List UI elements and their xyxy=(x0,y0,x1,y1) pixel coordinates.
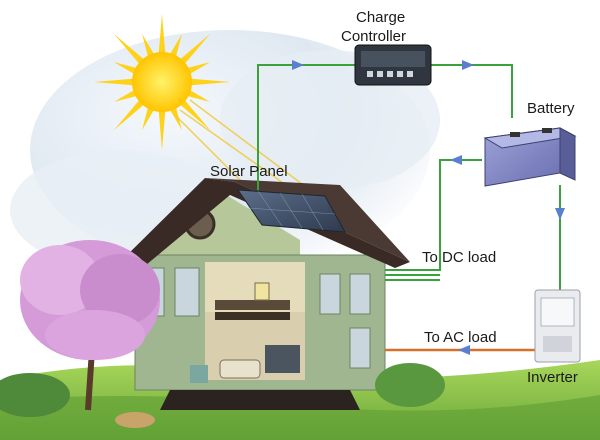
arrow-from-inverter-icon xyxy=(458,345,470,355)
arrow-from-battery-icon xyxy=(450,155,462,165)
sun-ray xyxy=(113,89,138,102)
sun-ray xyxy=(186,89,211,102)
inverter-label: Inverter xyxy=(527,369,578,386)
sun-ray xyxy=(158,14,166,55)
sun-ray xyxy=(113,62,138,75)
battery-label: Battery xyxy=(527,100,575,117)
solar-panel-label: Solar Panel xyxy=(210,163,288,180)
ac-load-label: To AC load xyxy=(424,329,497,346)
sun-ray xyxy=(179,33,211,65)
sun-icon xyxy=(94,14,230,150)
flow-arrows xyxy=(292,60,565,355)
sun-ray xyxy=(158,109,166,150)
arrow-to-controller-icon xyxy=(292,60,304,70)
sun-ray xyxy=(189,78,230,86)
sun-ray xyxy=(186,62,211,75)
charge-controller-label-line1: Charge xyxy=(356,9,405,26)
sun-ray xyxy=(113,33,145,65)
sun-ray xyxy=(169,33,182,58)
arrow-to-inverter-icon xyxy=(555,208,565,220)
charge-controller-label-line2: Controller xyxy=(341,28,406,45)
charge-controller-icon xyxy=(354,44,432,86)
sun-ray xyxy=(142,106,155,131)
sun-ray xyxy=(179,99,211,131)
sun-ray xyxy=(94,78,135,86)
battery-icon xyxy=(483,127,577,187)
house xyxy=(120,178,410,410)
shrubs xyxy=(0,363,445,428)
sun-ray xyxy=(142,33,155,58)
arrow-to-battery-icon xyxy=(462,60,474,70)
blossom-tree xyxy=(20,240,160,411)
sun-ray xyxy=(169,106,182,131)
inverter-icon xyxy=(534,289,581,363)
dc-load-label: To DC load xyxy=(422,249,496,266)
sun-ray xyxy=(113,99,145,131)
